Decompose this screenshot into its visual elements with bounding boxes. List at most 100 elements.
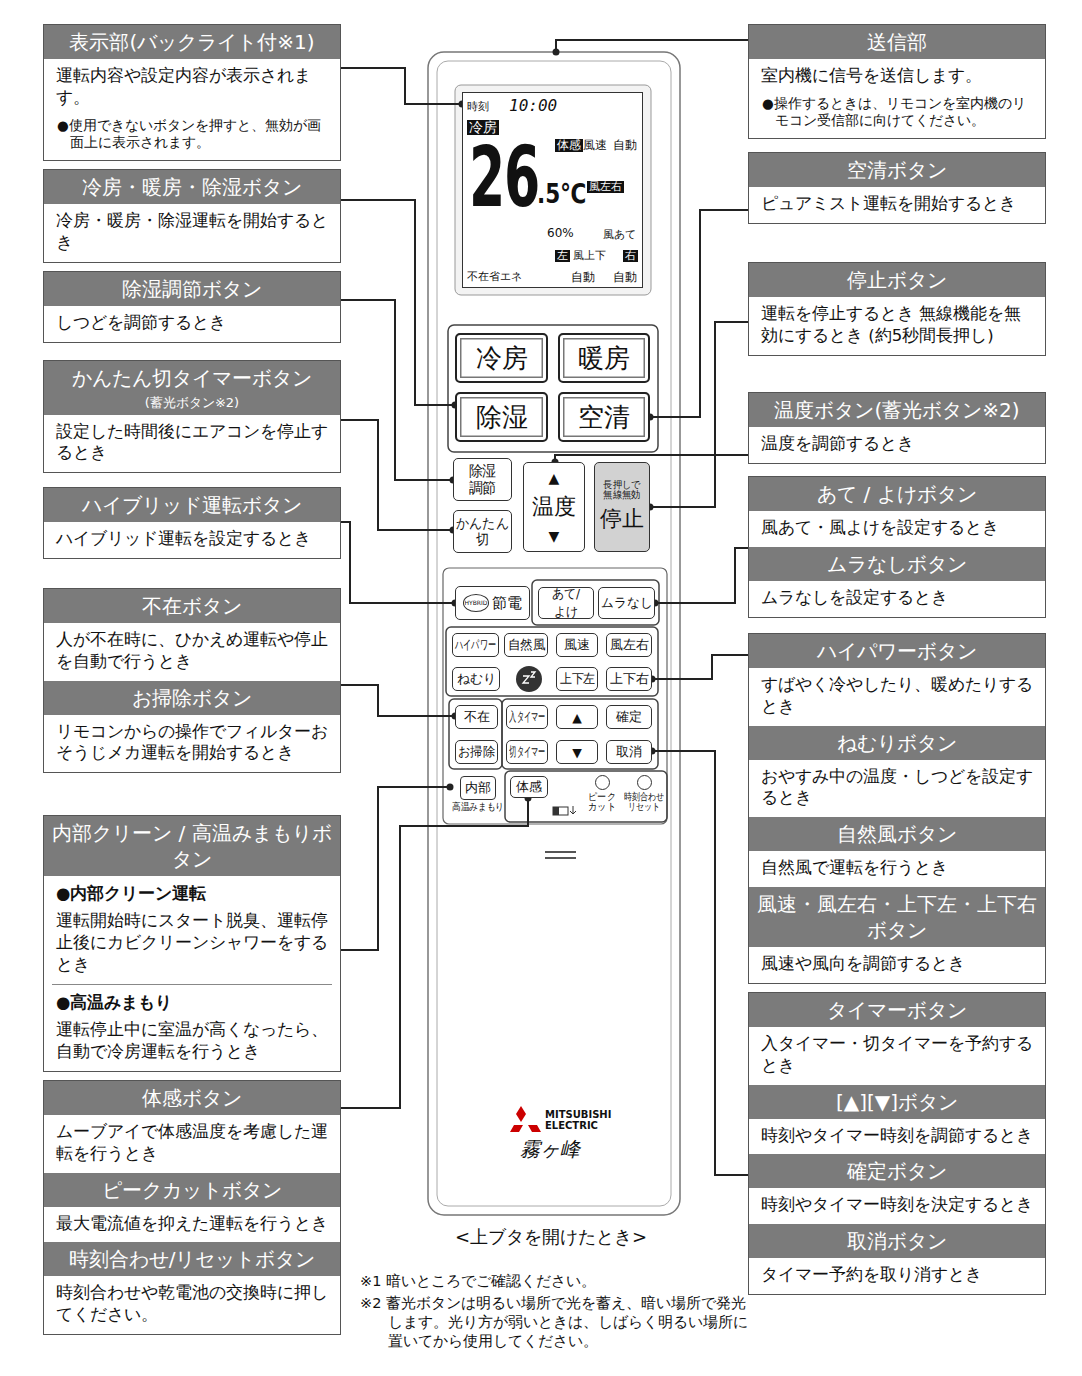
remote-button: 取消 <box>606 740 652 764</box>
callout-heading: 不在ボタン <box>44 589 340 623</box>
button-label: 停止 <box>600 504 644 534</box>
callout-heading: お掃除ボタン <box>44 681 340 715</box>
leader-path <box>652 655 748 679</box>
callout-text: すばやく冷やしたり、暖めたりするとき <box>749 668 1045 726</box>
callout-text: 運転停止中に室温が高くなったら、自動で冷房運転を行うとき <box>44 1013 340 1071</box>
leader-dot <box>447 784 454 791</box>
leader-line <box>341 420 457 534</box>
display-text: 風あて <box>603 229 636 241</box>
leader-line <box>649 655 749 683</box>
remote-button: ねむり <box>452 667 500 691</box>
remote-button: 自然風 <box>504 633 548 657</box>
button-label: 除湿 調節 <box>456 463 509 496</box>
illustration-stroke <box>510 1106 541 1132</box>
button-label: 暖房 <box>578 341 630 376</box>
leader-path <box>650 322 748 507</box>
illustration-stroke <box>545 851 576 853</box>
callout-box: 表示部(バックライト付※1)運転内容や設定内容が表示されます。●使用できないボタ… <box>43 24 341 161</box>
remote-button: ムラなし <box>598 587 655 619</box>
callout-text: しつどを調節するとき <box>44 306 340 342</box>
button-label: ▲ <box>572 710 582 725</box>
callout-heading: ムラなしボタン <box>749 547 1045 581</box>
illustration-stroke <box>505 771 667 822</box>
button-label: 上下左 <box>559 671 595 688</box>
callout-text: 風速や風向を調節するとき <box>749 947 1045 983</box>
remote-button: 風速 <box>556 633 598 657</box>
remote-button: 長押しで 無線無効停止 <box>594 462 650 552</box>
callout-text: 冷房・暖房・除湿運転を開始するとき <box>44 204 340 262</box>
remote-button: 空清 <box>558 392 650 442</box>
callout-heading: 確定ボタン <box>749 1154 1045 1188</box>
remote-button: 冷房 <box>455 333 548 383</box>
display-text: 右 <box>623 250 638 262</box>
remote-button: ハイパワー <box>452 633 499 657</box>
callout-text: ピュアミスト運転を開始するとき <box>749 187 1045 223</box>
callout-text: タイマー予約を取り消すとき <box>749 1258 1045 1294</box>
remote-button: 体感 <box>510 776 548 798</box>
callout-text: 時刻合わせや乾電池の交換時に押してください。 <box>44 1276 340 1334</box>
display-text: 風速 <box>583 139 607 152</box>
remote-button: 不在 <box>455 705 498 729</box>
callout-box: かんたん切タイマーボタン(蓄光ボタン※2)設定した時間後にエアコンを停止するとき <box>43 360 341 473</box>
callout-heading: 時刻合わせ/リセットボタン <box>44 1242 340 1276</box>
illustration-stroke <box>449 699 502 769</box>
leader-line <box>341 685 459 720</box>
button-label: ハイパワー <box>455 637 496 654</box>
leader-line <box>649 748 749 1176</box>
callout-text: おやすみ中の温度・しつどを設定するとき <box>749 760 1045 818</box>
callout-text: 時刻やタイマー時刻を調節するとき <box>749 1119 1045 1155</box>
callout-heading: 送信部 <box>749 25 1045 59</box>
remote-button: 上下左 <box>556 667 598 691</box>
leader-path <box>341 420 453 530</box>
leader-line <box>652 548 749 607</box>
button-label: 長押しで 無線無効 <box>597 480 647 501</box>
callout-heading: あて / よけボタン <box>749 477 1045 511</box>
display-text: 左 <box>555 250 570 262</box>
callout-box: 空清ボタンピュアミスト運転を開始するとき <box>748 152 1046 224</box>
button-circle <box>637 775 652 790</box>
callout-box: ハイパワーボタンすばやく冷やしたり、暖めたりするときねむりボタンおやすみ中の温度… <box>748 633 1046 984</box>
button-label: ▼ <box>572 745 582 760</box>
button-label: 自然風 <box>507 637 545 654</box>
display-text: 60% <box>547 227 574 240</box>
callout-heading: ピークカットボタン <box>44 1173 340 1207</box>
footnote: ※1 暗いところでご確認ください。 <box>360 1272 760 1291</box>
remote-button: 除湿 <box>455 392 548 442</box>
callout-box: 除湿調節ボタンしつどを調節するとき <box>43 271 341 343</box>
button-label: ▼ <box>549 528 560 544</box>
callout-heading: 温度ボタン(蓄光ボタン※2) <box>749 393 1045 427</box>
callout-heading: ねむりボタン <box>749 726 1045 760</box>
illustration-stroke <box>455 85 651 295</box>
callout-box: 体感ボタンムーブアイで体感温度を考慮した運転を行うときピークカットボタン最大電流… <box>43 1080 341 1335</box>
remote-button: お掃除 <box>455 740 498 764</box>
button-label: 温度 <box>532 492 576 522</box>
callout-text: ムーブアイで体感温度を考慮した運転を行うとき <box>44 1115 340 1173</box>
remote-button: 内部高温みまもり <box>450 776 506 818</box>
display-text: 時刻 <box>467 101 489 113</box>
button-label: 体感 <box>516 779 542 796</box>
button-label: 取消 <box>616 744 642 761</box>
callout-heading: ハイパワーボタン <box>749 634 1045 668</box>
callout-text: ●内部クリーン運転 <box>44 876 340 904</box>
display-text: 風左右 <box>587 181 624 193</box>
illustration-stroke <box>532 580 659 625</box>
button-label: 節電 <box>492 594 522 613</box>
callout-text: 室内機に信号を送信します。 <box>749 59 1045 95</box>
leader-line <box>647 210 749 421</box>
leader-line <box>341 795 532 1109</box>
callout-text: 風あて・風よけを設定するとき <box>749 511 1045 547</box>
callout-heading: 除湿調節ボタン <box>44 272 340 306</box>
callout-box: タイマーボタン入タイマー・切タイマーを予約するとき[▲][▼]ボタン時刻やタイマ… <box>748 992 1046 1295</box>
leader-path <box>650 210 748 417</box>
remote-button: HYBRID節電 <box>455 586 530 620</box>
callout-heading: ハイブリッド運転ボタン <box>44 488 340 522</box>
footnote: ※2 蓄光ボタンは明るい場所で光を蓄え、暗い場所で発光します。光り方が弱いときは… <box>360 1294 760 1351</box>
callout-text: 運転内容や設定内容が表示されます。 <box>44 59 340 117</box>
button-label: 切タイマー <box>509 744 545 761</box>
leader-dot <box>553 49 560 56</box>
leader-path <box>341 787 450 950</box>
display-text: 冷房 <box>467 120 499 135</box>
button-label: 入タイマー <box>509 709 545 726</box>
callout-heading: 内部クリーン / 高温みまもりボタン <box>44 816 340 876</box>
callout-text: 時刻やタイマー時刻を決定するとき <box>749 1188 1045 1224</box>
